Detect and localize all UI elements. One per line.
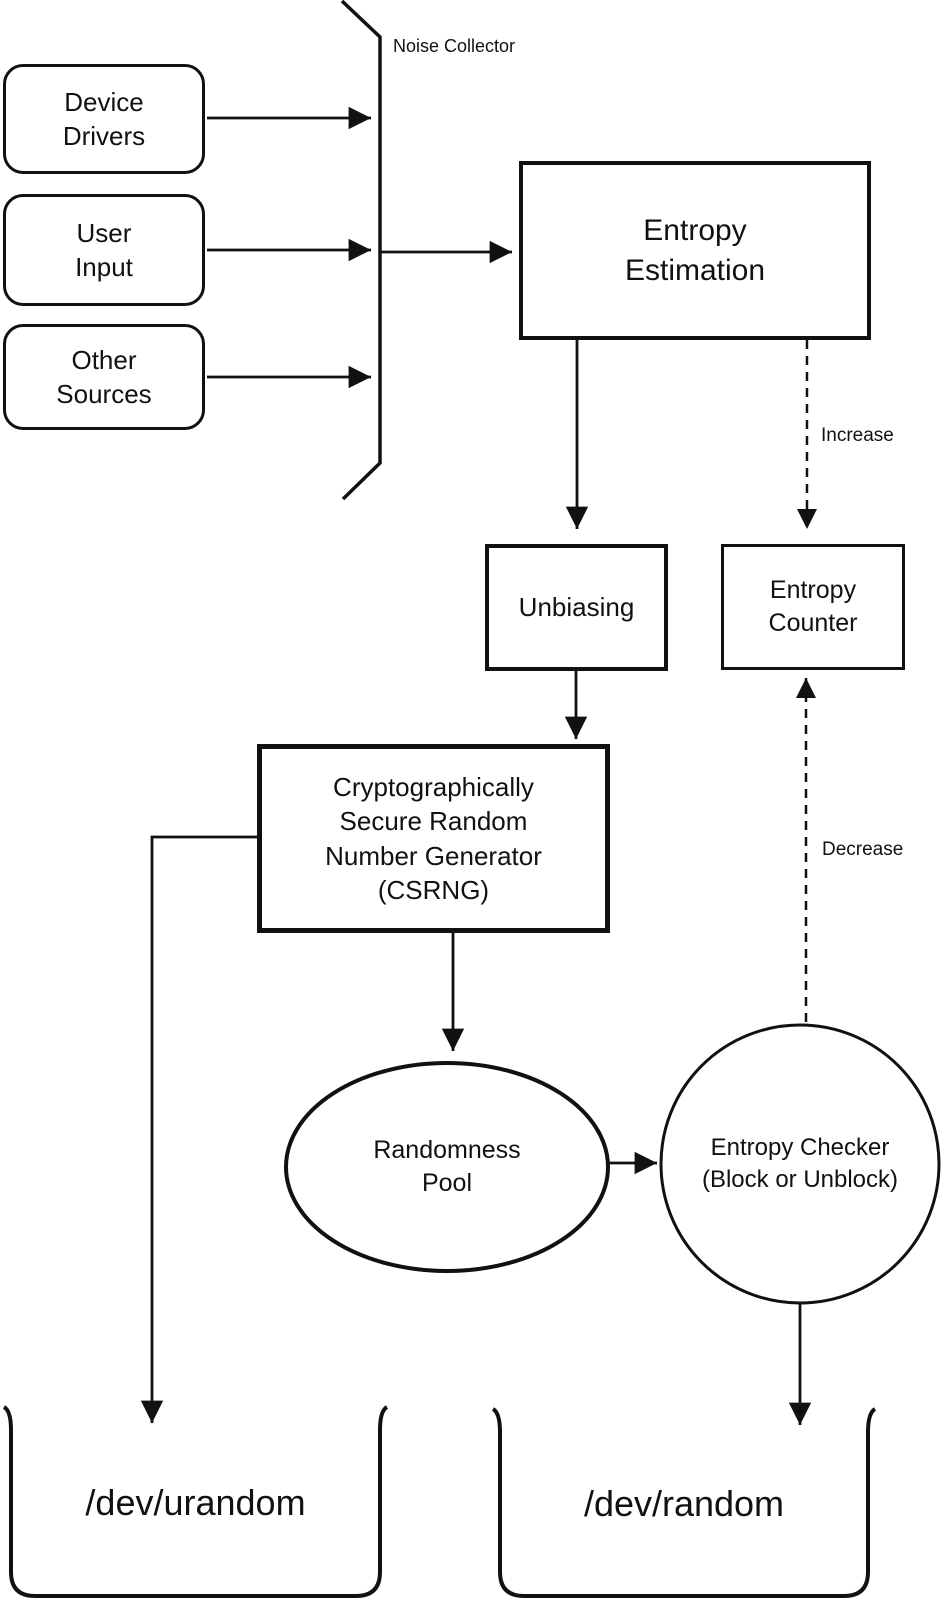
entropy-estimation-node: Entropy Estimation — [519, 161, 871, 340]
device-drivers-node: Device Drivers — [3, 64, 205, 174]
entropy-counter-label: Entropy Counter — [768, 576, 858, 637]
dev-urandom-container — [2, 1405, 389, 1598]
user-input-node: User Input — [3, 194, 205, 306]
unbiasing-label: Unbiasing — [518, 592, 635, 622]
entropy-counter-node: Entropy Counter — [721, 544, 905, 670]
decrease-label: Decrease — [822, 839, 904, 860]
entropy-checker-shape — [659, 1023, 941, 1305]
increase-label: Increase — [821, 425, 894, 446]
entropy-estimation-label: Entropy Estimation — [624, 213, 766, 287]
entropy-checker-label: Entropy Checker (Block or Unblock) — [701, 1134, 899, 1193]
dev-urandom-label: /dev/urandom — [85, 1482, 306, 1523]
dev-random-label: /dev/random — [583, 1483, 785, 1524]
dev-random-container — [491, 1407, 877, 1598]
csrng-node: Cryptographically Secure Random Number G… — [257, 744, 610, 933]
arrow-csrng-to-dev-urandom — [140, 835, 257, 1423]
user-input-label: User Input — [75, 217, 133, 282]
noise-collector-brace — [340, 0, 382, 501]
unbiasing-node: Unbiasing — [485, 544, 668, 671]
noise-collector-label: Noise Collector — [393, 36, 516, 56]
randomness-pool-shape — [284, 1061, 610, 1273]
other-sources-node: Other Sources — [3, 324, 205, 430]
device-drivers-label: Device Drivers — [62, 86, 146, 151]
csrng-label: Cryptographically Secure Random Number G… — [325, 771, 542, 905]
other-sources-label: Other Sources — [56, 344, 152, 409]
randomness-pool-label: Randomness Pool — [373, 1136, 521, 1197]
